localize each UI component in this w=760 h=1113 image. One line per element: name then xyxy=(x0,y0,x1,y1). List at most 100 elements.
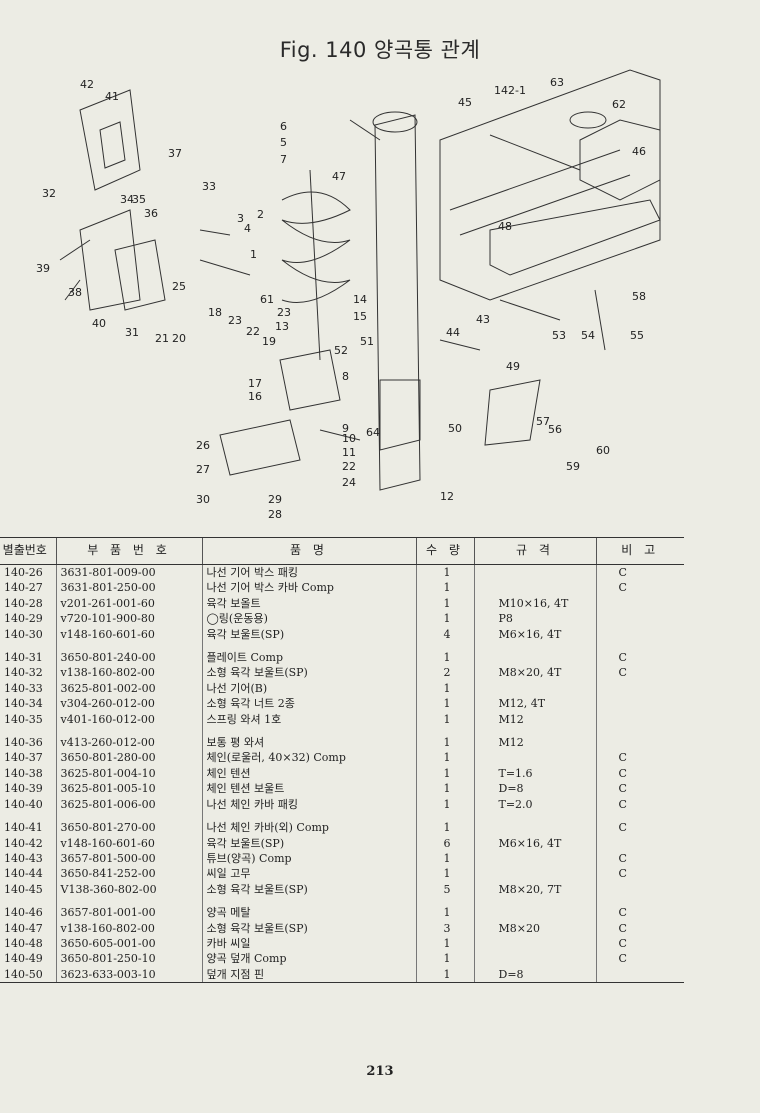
cell-ref-no: 140-35 xyxy=(4,712,43,726)
cell-spec: D=8 xyxy=(473,781,596,797)
cell-remarks: C xyxy=(595,935,684,952)
header-remarks: 비 고 xyxy=(595,537,684,565)
cell-quantity: 1 xyxy=(415,897,474,921)
cell-spec xyxy=(473,812,596,836)
cell-spec: T=2.0 xyxy=(473,796,596,813)
callout: 64 xyxy=(366,426,380,439)
header-part-name: 품 명 xyxy=(201,537,416,565)
callout: 25 xyxy=(172,280,186,293)
cell-part-no: 3625-801-002-00 xyxy=(55,680,202,697)
callout: 46 xyxy=(632,145,646,158)
callout: 55 xyxy=(630,329,644,342)
cell-remarks: C xyxy=(595,866,684,882)
cell-quantity: 1 xyxy=(415,711,474,728)
callout: 62 xyxy=(612,98,626,111)
cell-spec xyxy=(473,866,596,882)
cell-remarks xyxy=(595,611,684,627)
callout: 29 xyxy=(268,493,282,506)
cell-quantity: 2 xyxy=(415,665,474,681)
cell-part-no: v148-160-601-60 xyxy=(55,835,202,851)
cell-spec xyxy=(473,680,596,697)
cell-part-name: 양곡 덮개 Comp xyxy=(201,951,416,967)
cell-ref-no: 140-37 xyxy=(4,751,43,765)
callout: 60 xyxy=(596,444,610,457)
callout: 5 xyxy=(280,136,287,149)
callout: 52 xyxy=(334,344,348,357)
cell-part-name: 플레이트 Comp xyxy=(201,642,416,666)
cell-ref-no: 140-29 xyxy=(4,612,43,626)
cell-remarks xyxy=(595,696,684,712)
cell-part-name: 나선 기어(B) xyxy=(201,680,416,697)
cell-part-name: 카바 씨일 xyxy=(201,935,416,952)
cell-part-name: 스프링 와셔 1호 xyxy=(201,711,416,728)
cell-remarks xyxy=(595,727,684,751)
callout: 61 xyxy=(260,293,274,306)
cell-ref-no: 140-33 xyxy=(4,681,43,695)
cell-quantity: 4 xyxy=(415,626,474,643)
callout: 34 xyxy=(120,193,134,206)
cell-ref-no: 140-36 xyxy=(4,736,43,750)
callout: 44 xyxy=(446,326,460,339)
callout: 41 xyxy=(105,90,119,103)
cell-spec: M10×16, 4T xyxy=(473,595,596,612)
cell-spec: D=8 xyxy=(473,966,596,984)
cell-remarks xyxy=(595,595,684,612)
callout: 26 xyxy=(196,439,210,452)
cell-part-no: v201-261-001-60 xyxy=(55,595,202,612)
cell-ref-no: 140-28 xyxy=(4,596,43,610)
cell-part-no: 3625-801-005-10 xyxy=(55,781,202,797)
cell-part-name: 덮개 지점 핀 xyxy=(201,966,416,984)
cell-part-no: 3625-801-006-00 xyxy=(55,796,202,813)
callout: 40 xyxy=(92,317,106,330)
callout: 54 xyxy=(581,329,595,342)
cell-ref-no: 140-49 xyxy=(4,952,43,966)
callout: 53 xyxy=(552,329,566,342)
callout: 56 xyxy=(548,423,562,436)
callout: 2 xyxy=(257,208,264,221)
cell-quantity: 1 xyxy=(415,951,474,967)
cell-part-name: 나선 기어 박스 카바 Comp xyxy=(201,580,416,596)
cell-part-no: 3650-801-240-00 xyxy=(55,642,202,666)
cell-ref-no: 140-50 xyxy=(0,966,56,984)
cell-ref-no: 140-40 xyxy=(4,797,43,811)
callout: 14 xyxy=(353,293,367,306)
cell-remarks xyxy=(595,966,684,984)
callout: 57 xyxy=(536,415,550,428)
cell-part-name: 체인 텐션 보울트 xyxy=(201,781,416,797)
cell-part-name: 육각 보울트(SP) xyxy=(201,626,416,643)
callout: 31 xyxy=(125,326,139,339)
cell-quantity: 5 xyxy=(415,881,474,898)
callout: 28 xyxy=(268,508,282,521)
cell-part-name: 나선 기어 박스 패킹 xyxy=(201,564,416,581)
cell-quantity: 1 xyxy=(415,781,474,797)
cell-part-name: 체인 텐션 xyxy=(201,765,416,782)
cell-remarks: C xyxy=(595,812,684,836)
cell-quantity: 1 xyxy=(415,935,474,952)
cell-part-name: 씨일 고무 xyxy=(201,866,416,882)
page-number: 213 xyxy=(366,1064,394,1079)
cell-part-name: 소형 육각 너트 2종 xyxy=(201,696,416,712)
cell-part-no: v138-160-802-00 xyxy=(55,920,202,936)
cell-quantity: 1 xyxy=(415,680,474,697)
cell-ref-no: 140-41 xyxy=(4,821,43,835)
cell-part-no: v413-260-012-00 xyxy=(55,727,202,751)
cell-ref-no: 140-46 xyxy=(4,906,43,920)
cell-part-name: 양곡 메탈 xyxy=(201,897,416,921)
callout: 22 xyxy=(342,460,356,473)
cell-part-no: 3650-605-001-00 xyxy=(55,935,202,952)
callout: 35 xyxy=(132,193,146,206)
cell-remarks: C xyxy=(595,781,684,797)
cell-part-no: 3650-841-252-00 xyxy=(55,866,202,882)
cell-part-no: v304-260-012-00 xyxy=(55,696,202,712)
cell-ref-no: 140-38 xyxy=(4,766,43,780)
cell-quantity: 1 xyxy=(415,850,474,867)
cell-ref-no: 140-30 xyxy=(4,627,43,641)
cell-quantity: 1 xyxy=(415,866,474,882)
